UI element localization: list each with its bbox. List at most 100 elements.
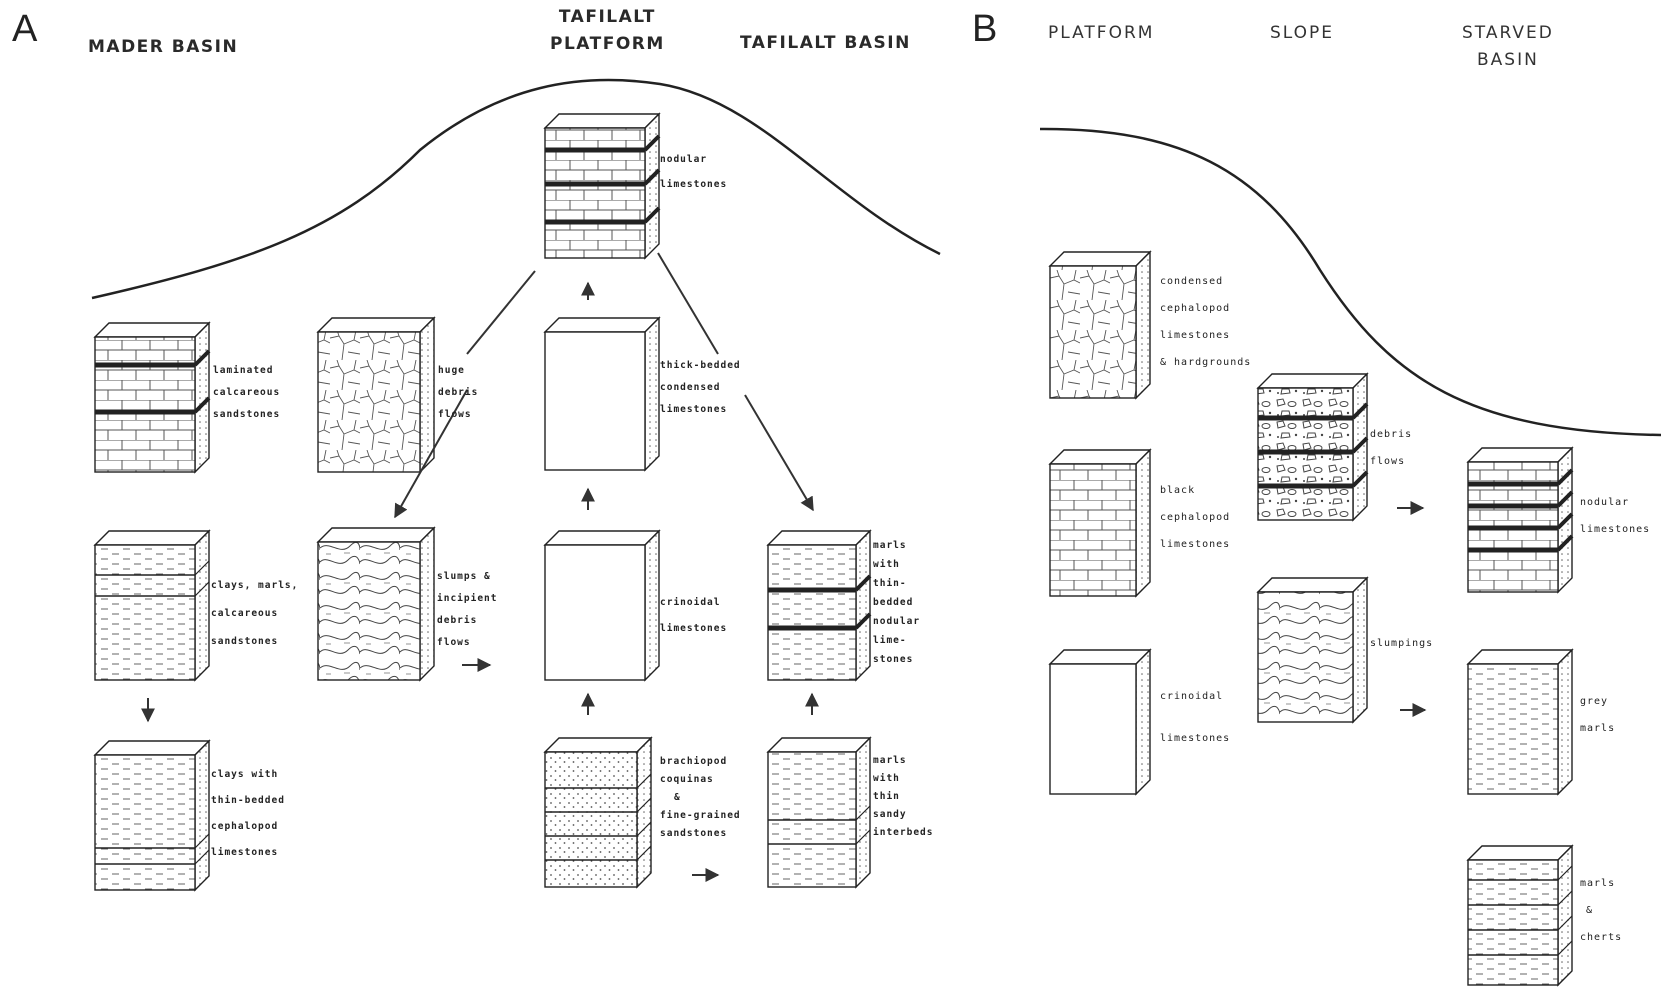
- label-line: limestones: [1160, 330, 1231, 341]
- block-top: [1256, 373, 1369, 389]
- arrow: [657, 252, 719, 355]
- region-tafilalt-basin: TAFILALT BASIN: [740, 33, 911, 53]
- bed-line-side: [1556, 468, 1574, 486]
- label-line: flows: [437, 637, 471, 648]
- label-line: clays, marls,: [211, 580, 299, 591]
- arrow: [466, 270, 536, 355]
- label-line: condensed: [660, 382, 721, 393]
- label-slumps-debris-flows: slumps & incipient debris flows: [437, 566, 497, 654]
- block-black-cephalopod: [1048, 448, 1152, 598]
- platform-profile-a: [91, 78, 941, 300]
- block-side: [419, 316, 435, 474]
- bed-line-side: [1557, 890, 1573, 906]
- block-slumps-debris-flows: [316, 526, 436, 682]
- label-line: marls: [873, 755, 907, 766]
- label-line: thin: [873, 791, 900, 802]
- label-line: lime-: [873, 635, 907, 646]
- block-side: [419, 526, 435, 682]
- label-line: debris: [437, 615, 478, 626]
- label-line: cephalopod: [211, 821, 279, 832]
- block-front: [544, 544, 646, 681]
- label-line: coquinas: [660, 774, 714, 785]
- label-line: sandstones: [211, 636, 279, 647]
- block-top: [1466, 649, 1574, 665]
- block-side: [194, 529, 210, 682]
- label-line: incipient: [437, 593, 498, 604]
- label-line: brachiopod: [660, 756, 728, 767]
- block-side: [1352, 576, 1368, 724]
- block-front: [94, 754, 196, 891]
- label-line: limestones: [660, 179, 728, 190]
- block-top: [1048, 251, 1152, 267]
- block-front: [94, 544, 196, 681]
- block-huge-debris-flows: [316, 316, 436, 474]
- label-line: thin-bedded: [211, 795, 285, 806]
- arrow: [744, 394, 814, 512]
- bed-line-side: [1556, 512, 1574, 530]
- block-top: [316, 527, 436, 543]
- label-line: debris: [438, 387, 479, 398]
- region-starved-basin-line2: BASIN: [1477, 50, 1539, 70]
- label-line: flows: [1370, 456, 1406, 467]
- label-slumpings: slumpings: [1370, 630, 1433, 657]
- region-slope-b: SLOPE: [1270, 23, 1335, 43]
- block-clays-thin-bedded: [93, 739, 211, 892]
- block-front: [1467, 859, 1559, 986]
- label-brachiopod-coquinas: brachiopod coquinas & fine-grained sands…: [660, 753, 741, 843]
- label-line: cephalopod: [1160, 303, 1231, 314]
- bed-line-side: [643, 206, 661, 224]
- block-top: [93, 530, 211, 546]
- block-front: [1049, 265, 1137, 399]
- block-side: [1557, 648, 1573, 796]
- block-top: [766, 530, 872, 546]
- label-line: marls: [1580, 723, 1616, 734]
- label-nodular-limestones-a: nodular limestones: [660, 147, 727, 197]
- label-line: laminated: [213, 365, 274, 376]
- label-line: marls: [873, 540, 907, 551]
- label-line: cephalopod: [1160, 512, 1231, 523]
- block-top: [1256, 577, 1369, 593]
- bed-line-side: [855, 805, 871, 821]
- bed-line-side: [855, 829, 871, 845]
- block-top: [543, 113, 661, 129]
- bed-line-side: [193, 349, 211, 367]
- label-line: cherts: [1580, 932, 1623, 943]
- region-starved-basin-line1: STARVED: [1462, 23, 1554, 43]
- label-line: debris: [1370, 429, 1413, 440]
- label-line: huge: [438, 365, 465, 376]
- label-line: nodular: [1580, 497, 1630, 508]
- label-line: bedded: [873, 597, 914, 608]
- block-thick-bedded-limestones: [543, 316, 661, 472]
- block-top: [93, 740, 211, 756]
- block-brachiopod-coquinas: [543, 736, 653, 889]
- block-marls-nodular-limestones: [766, 529, 872, 682]
- label-line: &: [674, 792, 681, 803]
- block-condensed-cephalopod: [1048, 250, 1152, 400]
- label-line: & hardgrounds: [1160, 357, 1252, 368]
- bed-line-side: [1557, 865, 1573, 881]
- label-line: calcareous: [213, 387, 281, 398]
- label-line: limestones: [211, 847, 279, 858]
- label-line: flows: [438, 409, 472, 420]
- block-marls-cherts: [1466, 844, 1574, 987]
- label-line: limestones: [1160, 539, 1231, 550]
- block-front: [94, 336, 196, 473]
- label-thick-bedded-limestones: thick-bedded condensed limestones: [660, 355, 741, 421]
- bed-line-side: [1351, 470, 1369, 488]
- arrows-panel-b: [1397, 501, 1427, 717]
- block-side: [1135, 250, 1151, 400]
- label-clays-marls-sandstones: clays, marls, calcareous sandstones: [211, 572, 298, 656]
- block-top: [543, 317, 661, 333]
- label-line: limestones: [660, 623, 728, 634]
- block-nodular-limestones-a: [543, 112, 661, 260]
- block-top: [93, 322, 211, 338]
- label-line: limestones: [1160, 733, 1231, 744]
- block-marls-sandy-interbeds: [766, 736, 872, 889]
- region-platform-b: PLATFORM: [1048, 23, 1155, 43]
- label-line: nodular: [660, 154, 708, 165]
- bed-line-side: [194, 581, 210, 597]
- label-clays-thin-bedded: clays with thin-bedded cephalopod limest…: [211, 762, 285, 866]
- label-line: with: [873, 773, 900, 784]
- region-tafilalt-platform: TAFILALT PLATFORM: [550, 4, 665, 58]
- label-line: crinoidal: [660, 597, 721, 608]
